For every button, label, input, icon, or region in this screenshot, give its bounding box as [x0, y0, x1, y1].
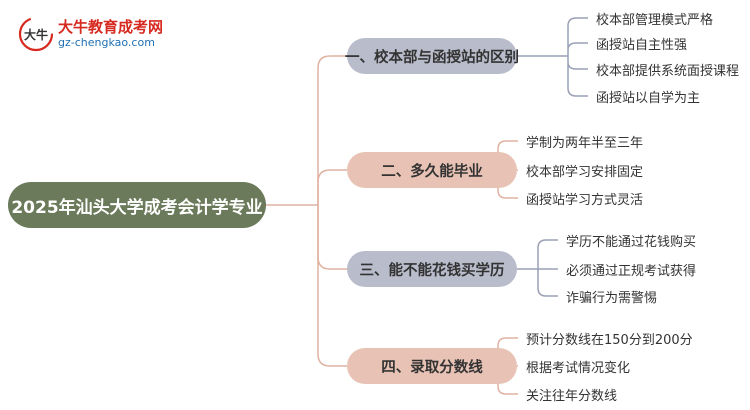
branch-node-3: 三、能不能花钱买学历: [347, 251, 517, 287]
leaf-1-1: 校本部管理模式严格: [596, 13, 714, 28]
leaf-2-1: 学制为两年半至三年: [526, 136, 644, 151]
branch-node-4: 四、录取分数线: [347, 348, 517, 384]
leaf-4-2: 根据考试情况变化: [526, 361, 631, 376]
leaf-4-3: 关注往年分数线: [526, 389, 618, 404]
leaf-1-2: 函授站自主性强: [596, 38, 688, 53]
leaf-1-3: 校本部提供系统面授课程: [596, 64, 740, 79]
site-logo[interactable]: 大牛 大牛教育成考网 gz-chengkao.com: [18, 14, 163, 54]
logo-mark-text: 大牛: [24, 27, 48, 42]
logo-mark-icon: 大牛: [18, 16, 54, 52]
connector-branch-1-leaves: [517, 17, 588, 97]
leaf-3-1: 学历不能通过花钱购买: [566, 235, 697, 250]
leaf-2-2: 校本部学习安排固定: [526, 165, 644, 180]
branch-node-2: 二、多久能毕业: [347, 152, 517, 188]
root-node: 2025年汕头大学成考会计学专业: [8, 182, 266, 228]
leaf-1-4: 函授站以自学为主: [596, 91, 701, 106]
connector-root-branch-4: [317, 205, 347, 367]
branch-node-1: 一、校本部与函授站的区别: [345, 38, 519, 74]
connector-branch-3-leaves: [517, 239, 558, 297]
leaf-3-3: 诈骗行为需警惕: [566, 291, 658, 306]
leaf-3-2: 必须通过正规考试获得: [566, 264, 697, 279]
connector-root-branch-2: [317, 169, 347, 205]
connector-root-branch-1: [266, 55, 347, 206]
leaf-4-1: 预计分数线在150分到200分: [526, 333, 693, 348]
logo-name: 大牛教育成考网: [58, 18, 164, 36]
connector-root-branch-3: [317, 205, 347, 270]
leaf-2-3: 函授站学习方式灵活: [526, 193, 644, 208]
logo-url: gz-chengkao.com: [58, 36, 155, 49]
